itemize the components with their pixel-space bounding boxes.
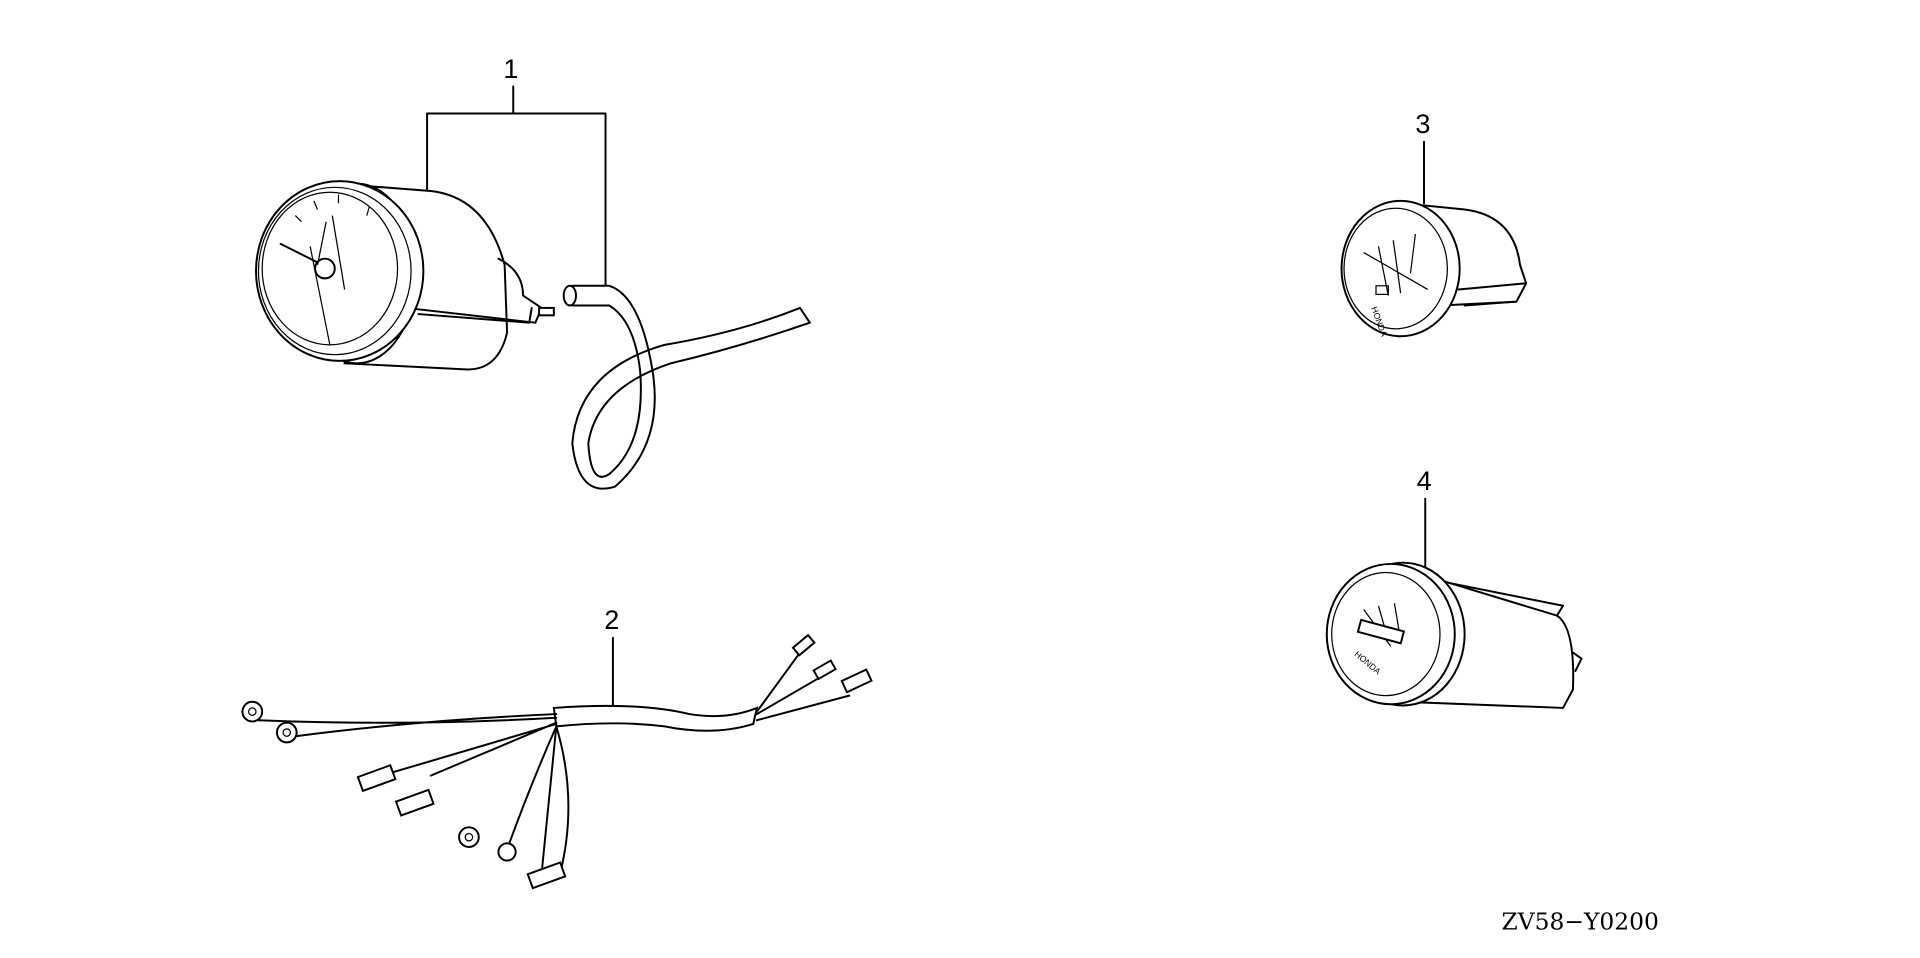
meter-4[interactable]: HONDA [1325, 561, 1583, 709]
needle-icon [279, 242, 324, 266]
hour-counter-display [1356, 618, 1406, 645]
callout-4[interactable]: 4 [1417, 465, 1432, 568]
diagram-code: ZV58−Y0200 [1502, 907, 1659, 935]
callout-1[interactable]: 1 [426, 53, 607, 287]
callout-3[interactable]: 3 [1415, 108, 1430, 205]
callout-number-3: 3 [1415, 108, 1430, 139]
leader-line-1 [426, 85, 607, 287]
gauge-3[interactable]: HONDA [1340, 199, 1528, 338]
gauge-1[interactable] [255, 180, 555, 371]
callout-number-4: 4 [1417, 465, 1432, 496]
callout-number-2: 2 [604, 604, 619, 635]
callout-2[interactable]: 2 [604, 604, 619, 709]
callout-number-1: 1 [503, 53, 518, 84]
hose [562, 284, 811, 490]
battery-icon [1375, 285, 1389, 295]
wire-harness [241, 633, 873, 890]
